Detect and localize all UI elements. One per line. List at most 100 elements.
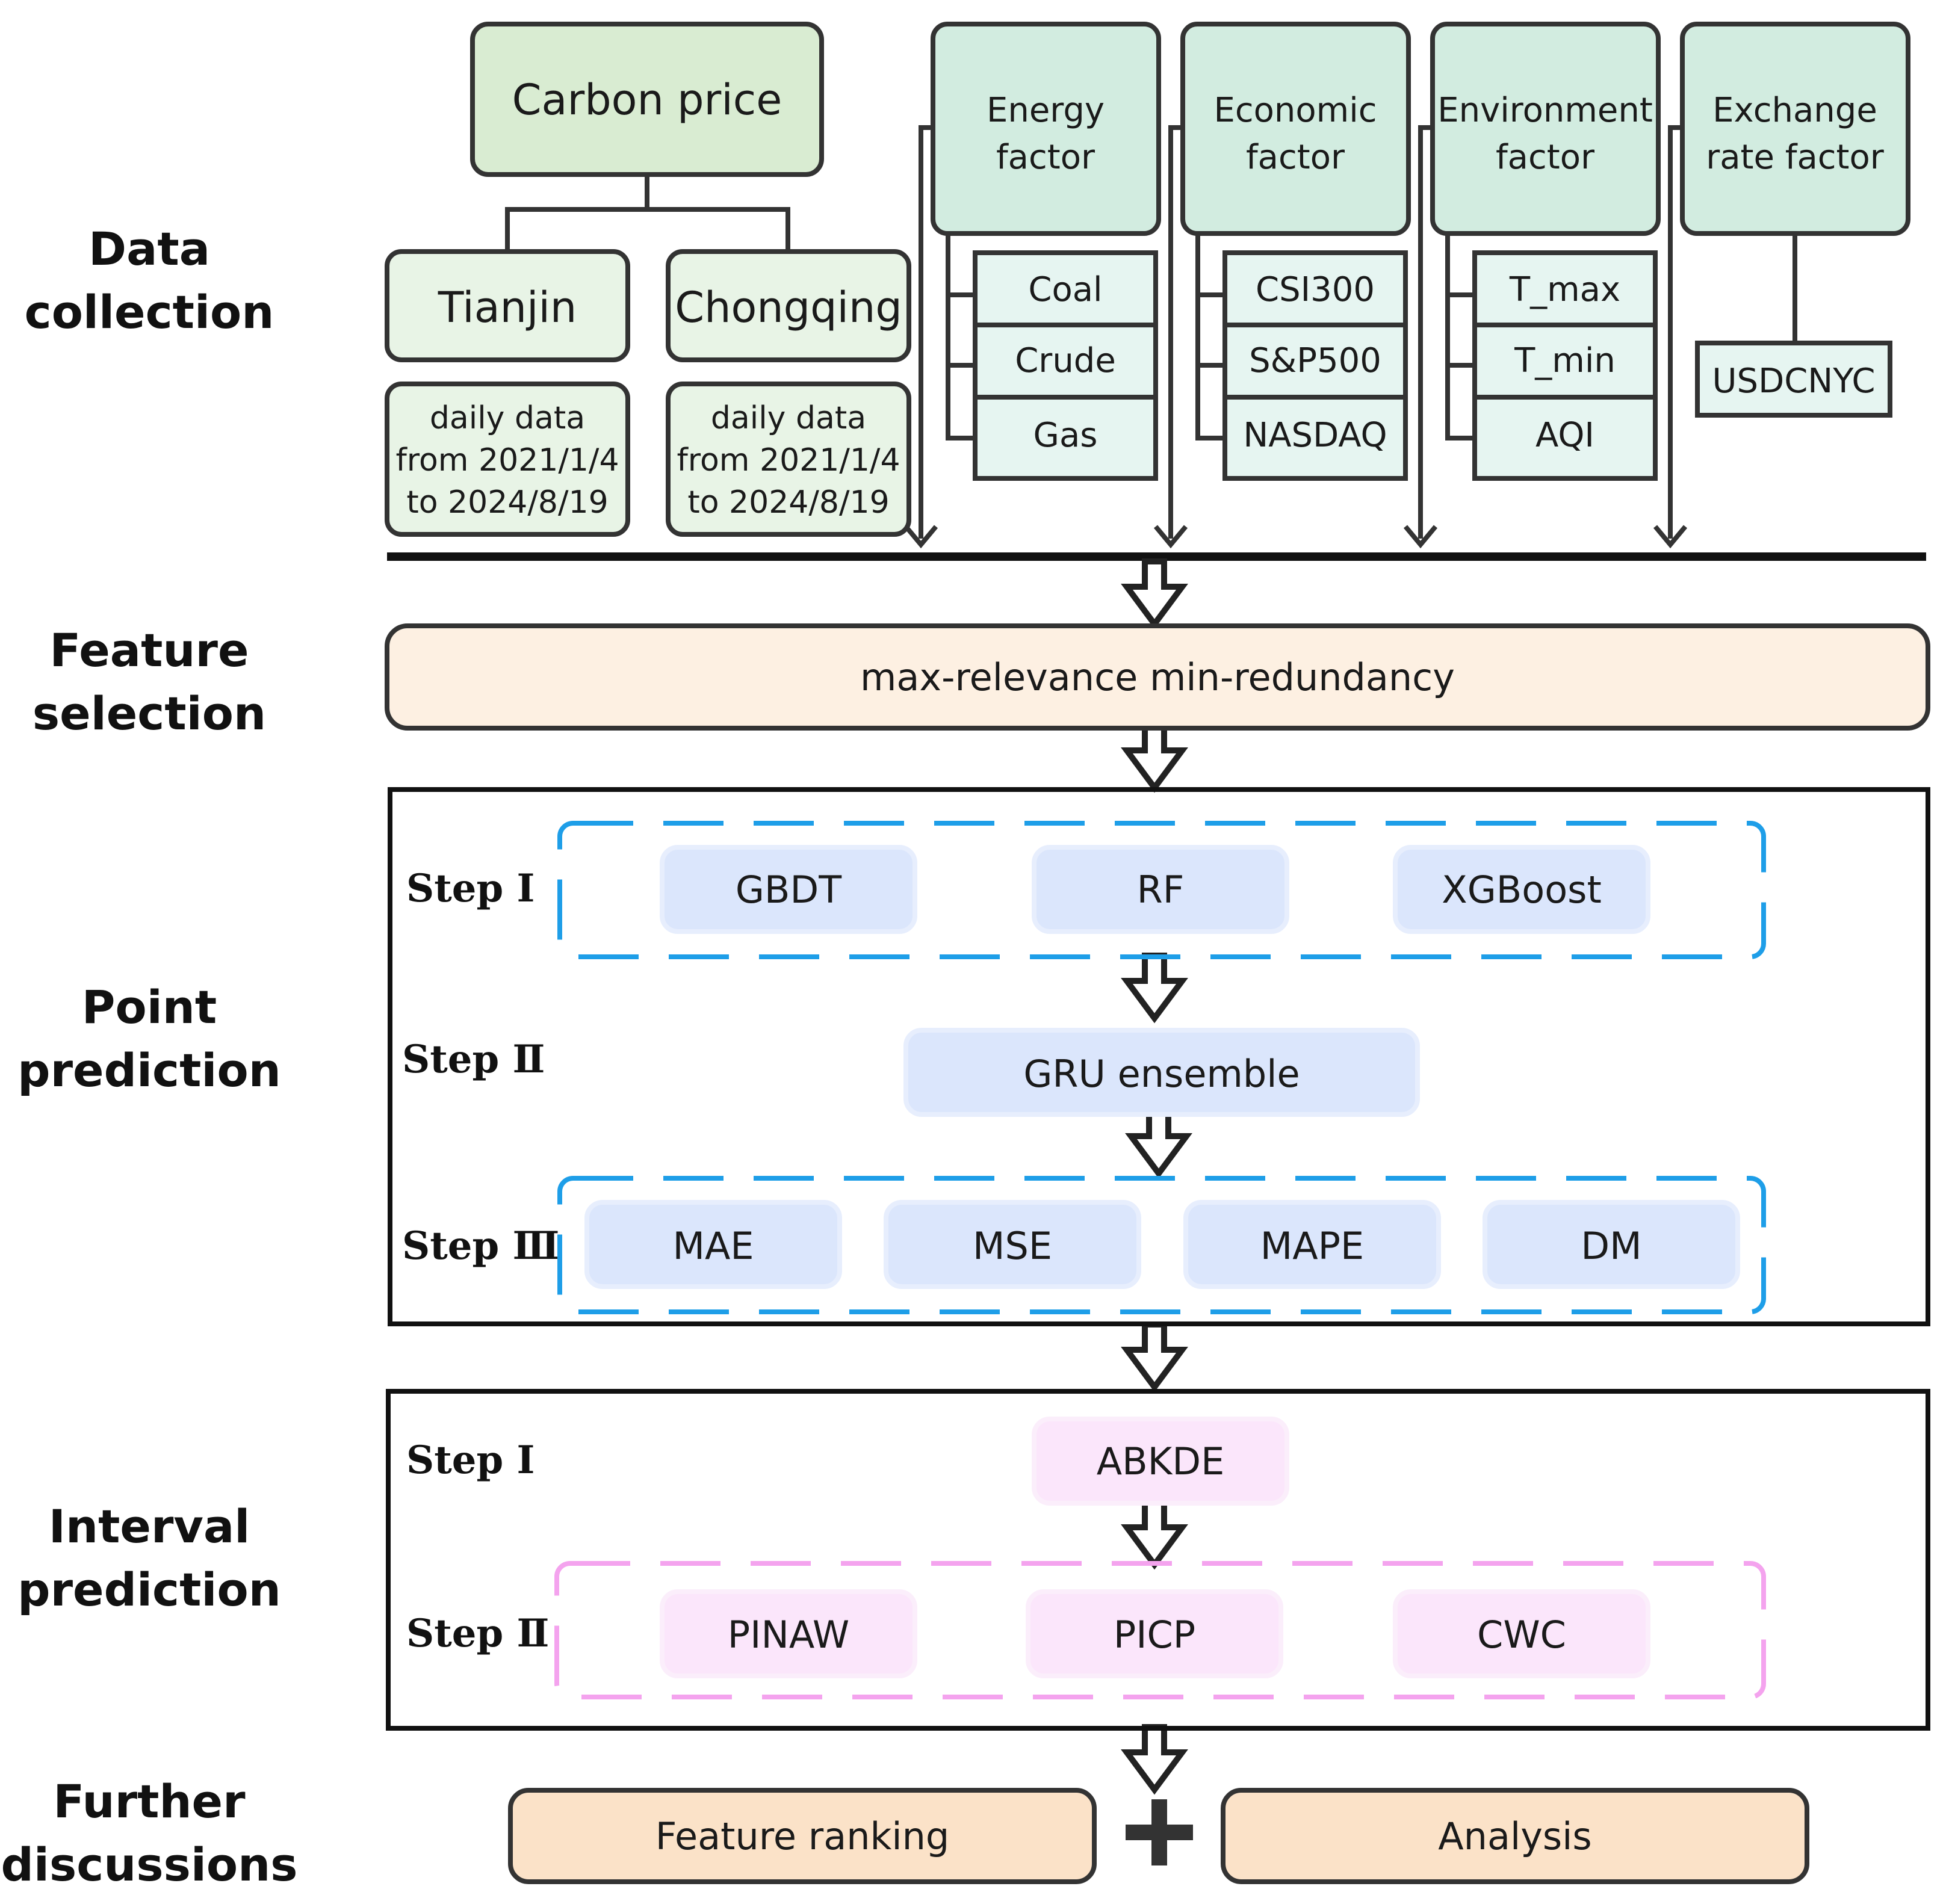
metric-chip-picp: PICP [1026, 1589, 1283, 1678]
step-label: Step Ⅲ [402, 1223, 559, 1269]
model-chip-gbdt: GBDT [660, 845, 917, 934]
factor-item: Coal [1028, 270, 1102, 309]
model-chip-xgboost: XGBoost [1393, 845, 1650, 934]
step1-dashed-group [557, 821, 1766, 959]
range-line: from 2021/1/4 [677, 442, 900, 478]
range-line: daily data [430, 400, 585, 436]
plus-icon [1126, 1799, 1193, 1865]
step-label: Step Ⅱ [402, 1037, 545, 1082]
factor-economic: Economic factor [1180, 22, 1411, 236]
method-chip-abkde: ABKDE [1032, 1417, 1289, 1506]
market-box-chongqing: Chongqing [666, 249, 911, 362]
chip-label: ABKDE [1097, 1439, 1225, 1483]
market-box-tianjin: Tianjin [385, 249, 630, 362]
model-chip-rf: RF [1032, 845, 1289, 934]
stage-label-data-collection: Data collection [25, 222, 274, 339]
metric-chip-cwc: CWC [1393, 1589, 1650, 1678]
market-name: Tianjin [438, 283, 577, 332]
market-name: Chongqing [675, 283, 902, 332]
factor-title: rate factor [1706, 138, 1885, 177]
factor-down-arrows [903, 125, 1688, 549]
factor-energy: Energy factor [931, 22, 1161, 236]
carbon-price-box: Carbon price [470, 22, 824, 177]
chip-label: PINAW [728, 1613, 849, 1657]
stage-text: prediction [17, 1563, 281, 1616]
chip-label: MSE [973, 1224, 1052, 1268]
range-line: to 2024/8/19 [406, 484, 608, 521]
flow-arrow-icon [1127, 1727, 1182, 1790]
stage-label-point-prediction: Point prediction [17, 980, 281, 1097]
market-range-tianjin: daily data from 2021/1/4 to 2024/8/19 [385, 382, 630, 537]
stage-text: selection [33, 687, 266, 740]
chip-label: CWC [1477, 1613, 1566, 1657]
stage-text: collection [25, 285, 274, 339]
chip-label: GRU ensemble [1023, 1052, 1300, 1096]
factor-item: T_max [1509, 270, 1620, 309]
metric-chip-mae: MAE [584, 1200, 842, 1289]
interval-prediction-frame [386, 1389, 1930, 1731]
stage-label-interval-prediction: Interval prediction [17, 1500, 281, 1616]
box-label: Analysis [1438, 1814, 1591, 1858]
flow-arrow-icon [1127, 561, 1182, 624]
point-prediction-frame [388, 787, 1930, 1326]
factor-environment: Environment factor [1430, 22, 1661, 236]
feature-ranking-box: Feature ranking [508, 1788, 1097, 1884]
range-line: to 2024/8/19 [687, 484, 889, 521]
feature-selection-box: max-relevance min-redundancy [385, 623, 1930, 731]
factor-title: factor [1496, 138, 1595, 177]
stage-label-feature-selection: Feature selection [33, 623, 266, 740]
carbon-price-label: Carbon price [512, 75, 782, 125]
analysis-box: Analysis [1221, 1788, 1809, 1884]
factor-item: NASDAQ [1243, 416, 1387, 455]
factor-item: Gas [1033, 416, 1098, 455]
chip-label: PICP [1114, 1613, 1195, 1657]
factor-item: AQI [1535, 416, 1594, 455]
stage-text: Point [82, 980, 217, 1034]
feature-selection-label: max-relevance min-redundancy [860, 655, 1455, 699]
flow-arrow-icon [1127, 725, 1182, 788]
chip-label: MAE [672, 1224, 754, 1268]
factor-items-environment: T_max T_min AQI [1472, 250, 1658, 481]
stage-text: prediction [17, 1043, 281, 1097]
factor-title: Environment [1437, 91, 1653, 130]
metric-chip-pinaw: PINAW [660, 1589, 917, 1678]
factor-item: T_min [1514, 341, 1616, 380]
factor-exchange-rate: Exchange rate factor [1680, 22, 1910, 236]
step-label: Step Ⅱ [406, 1611, 549, 1656]
factor-item: CSI300 [1256, 270, 1375, 309]
step3-dashed-group [557, 1176, 1766, 1314]
chip-label: GBDT [736, 868, 842, 912]
metric-chip-dm: DM [1483, 1200, 1740, 1289]
box-label: Feature ranking [655, 1814, 950, 1858]
interval-step2-dashed-group [554, 1561, 1766, 1699]
step-label: Step Ⅰ [406, 866, 535, 911]
factor-title: factor [996, 138, 1095, 177]
model-chip-gru-ensemble: GRU ensemble [903, 1028, 1420, 1117]
metric-chip-mse: MSE [884, 1200, 1141, 1289]
step-label: Step Ⅰ [406, 1438, 535, 1483]
metric-chip-mape: MAPE [1183, 1200, 1441, 1289]
chip-label: RF [1137, 868, 1185, 912]
factor-title: Economic [1213, 91, 1377, 130]
factor-items-exchange-rate: USDCNYC [1695, 233, 1892, 418]
market-range-chongqing: daily data from 2021/1/4 to 2024/8/19 [666, 382, 911, 537]
factor-title: factor [1246, 138, 1345, 177]
range-line: from 2021/1/4 [395, 442, 619, 478]
factor-item: USDCNYC [1712, 362, 1876, 401]
factor-title: Exchange [1712, 91, 1877, 130]
stage-text: Further [53, 1775, 246, 1828]
stage-text: Data [88, 222, 210, 276]
flow-arrow-icon [1131, 1111, 1186, 1173]
carbon-price-tree [505, 175, 790, 250]
factor-title: Energy [987, 91, 1105, 130]
stage-text: Feature [49, 623, 249, 677]
factor-items-economic: CSI300 S&P500 NASDAQ [1222, 250, 1408, 481]
chip-label: DM [1581, 1224, 1641, 1268]
flow-arrow-icon [1127, 956, 1182, 1018]
chip-label: MAPE [1260, 1224, 1364, 1268]
factor-item: Crude [1015, 341, 1116, 380]
factor-items-energy: Coal Crude Gas [973, 250, 1158, 481]
factor-connectors [946, 233, 1475, 440]
stage-text: Interval [49, 1500, 250, 1553]
